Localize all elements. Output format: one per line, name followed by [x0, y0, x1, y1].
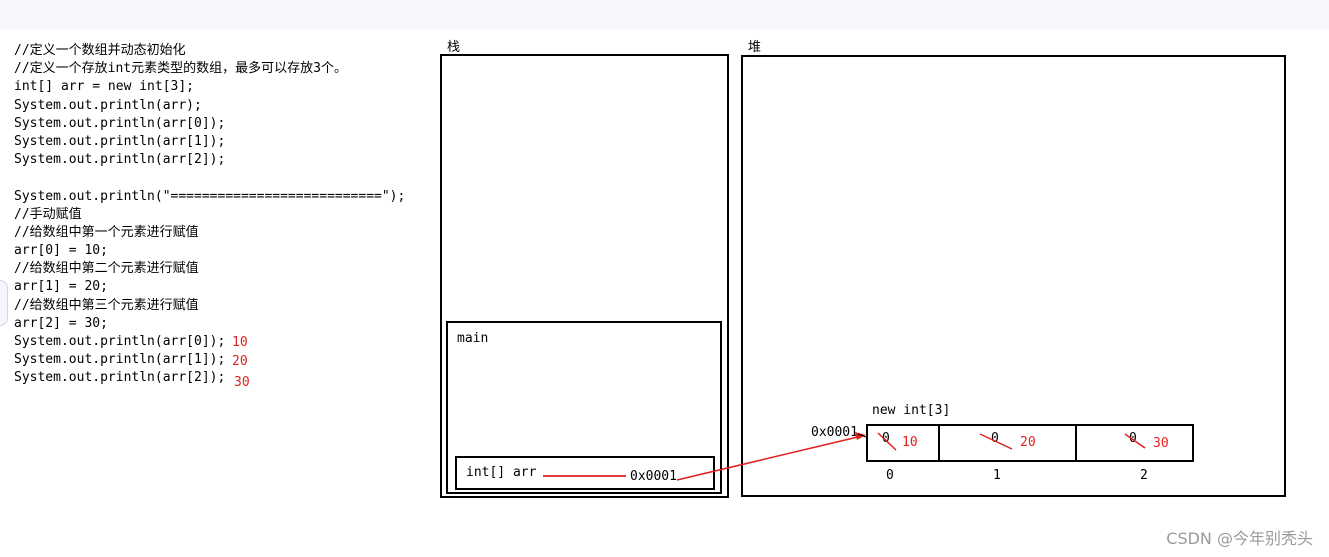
code-line: System.out.println(arr);: [14, 97, 202, 113]
arr-variable-label: int[] arr: [466, 465, 537, 480]
code-line: System.out.println(arr[2]);: [14, 370, 226, 386]
code-line: //手动赋值: [14, 206, 82, 222]
code-line: System.out.println(arr[0]);: [14, 334, 226, 349]
cell-new-value: 20: [1020, 435, 1036, 450]
strike-mark: [877, 432, 897, 451]
code-line: int[] arr = new int[3];: [14, 79, 195, 95]
stack-area: [440, 54, 729, 498]
code-line: System.out.println(arr[1]);: [14, 352, 226, 368]
output-annotation: 10: [232, 335, 248, 350]
code-line: //定义一个存放int元素类型的数组，最多可以存放3个。: [14, 61, 347, 77]
output-annotation: 20: [232, 354, 248, 369]
cell-index: 1: [993, 468, 1001, 483]
array-address: 0x0001: [811, 425, 858, 440]
reference-arrow: [676, 435, 863, 481]
arr-variable-slot: [455, 456, 715, 490]
code-line: arr[2] = 30;: [14, 315, 108, 331]
code-line: //定义一个数组并动态初始化: [14, 43, 186, 58]
output-annotation: 30: [234, 375, 250, 390]
cell-divider: [938, 424, 940, 462]
stack-title: 栈: [447, 40, 461, 55]
arrow-head-icon: [855, 432, 866, 440]
code-line: //给数组中第三个元素进行赋值: [14, 297, 199, 313]
code-line: //给数组中第一个元素进行赋值: [14, 224, 199, 240]
address-tick: [857, 433, 867, 438]
main-frame: [446, 321, 722, 494]
code-line: System.out.println(arr[2]);: [14, 152, 226, 168]
cell-divider: [1075, 424, 1077, 462]
cell-new-value: 30: [1153, 436, 1169, 451]
code-line: arr[1] = 20;: [14, 279, 108, 295]
cell-old-value: 0: [1129, 431, 1137, 446]
code-line: System.out.println("====================…: [14, 188, 406, 204]
strike-mark: [979, 433, 1013, 450]
code-listing: //定义一个数组并动态初始化 //定义一个存放int元素类型的数组，最多可以存放…: [14, 42, 405, 388]
array-label: new int[3]: [872, 403, 951, 418]
arr-variable-value: 0x0001: [630, 469, 677, 484]
code-line: System.out.println(arr[1]);: [14, 133, 226, 149]
cell-index: 0: [886, 468, 894, 483]
cell-index: 2: [1140, 468, 1148, 483]
cell-new-value: 10: [902, 435, 918, 450]
top-bar: [0, 0, 1329, 30]
heap-area: [741, 55, 1286, 497]
watermark: CSDN @今年别秃头: [1166, 529, 1313, 548]
code-line: //给数组中第二个元素进行赋值: [14, 261, 199, 277]
strike-mark: [1124, 433, 1146, 449]
code-line: arr[0] = 10;: [14, 243, 108, 259]
cell-old-value: 0: [991, 431, 999, 446]
cell-old-value: 0: [882, 431, 890, 446]
heap-title: 堆: [748, 40, 762, 55]
main-frame-label: main: [457, 331, 489, 346]
array-block: [866, 424, 1194, 462]
code-line: System.out.println(arr[0]);: [14, 115, 226, 131]
